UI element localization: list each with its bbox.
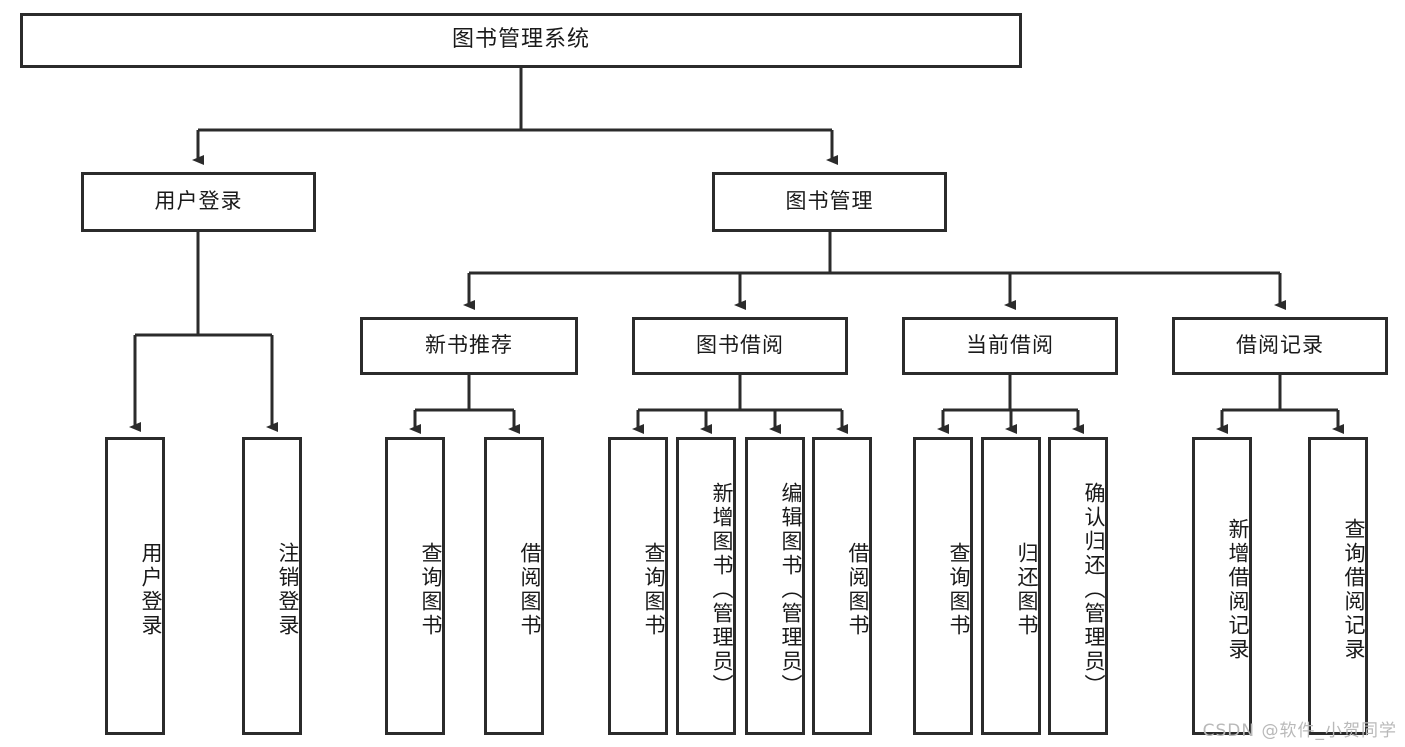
node-label: 查询图书 [947,542,971,638]
node-root-book-management-system[interactable]: 图书管理系统 [20,13,1022,68]
node-book-management[interactable]: 图书管理 [712,172,947,232]
node-label: 归还图书 [1015,542,1039,638]
watermark-credit: CSDN @软件_小贺同学 [1202,721,1397,741]
node-label: 借阅记录 [1236,333,1324,358]
node-label: 借阅图书 [846,542,870,638]
node-label: 注销登录 [276,542,300,638]
leaf-borrow-query-book[interactable]: 查询图书 [608,437,668,735]
leaf-borrow-borrow-book[interactable]: 借阅图书 [812,437,872,735]
node-current-borrow[interactable]: 当前借阅 [902,317,1118,375]
node-label: 图书管理系统 [451,27,590,53]
node-borrow-record[interactable]: 借阅记录 [1172,317,1388,375]
node-label: 新书推荐 [425,333,513,358]
node-book-borrow[interactable]: 图书借阅 [632,317,848,375]
leaf-borrow-edit-book-admin[interactable]: 编辑图书（管理员） [745,437,805,735]
node-label: 新增借阅记录 [1226,518,1250,662]
node-label: 用户登录 [154,189,243,214]
node-label: 图书借阅 [696,333,784,358]
node-user-login[interactable]: 用户登录 [81,172,316,232]
node-label: 查询图书 [419,542,443,638]
leaf-new-book-query[interactable]: 查询图书 [385,437,445,735]
leaf-record-add[interactable]: 新增借阅记录 [1192,437,1252,735]
leaf-borrow-add-book-admin[interactable]: 新增图书（管理员） [676,437,736,735]
leaf-current-query-book[interactable]: 查询图书 [913,437,973,735]
node-label: 图书管理 [785,189,874,214]
node-new-book-recommend[interactable]: 新书推荐 [360,317,578,375]
node-label: 借阅图书 [518,542,542,638]
leaf-record-query[interactable]: 查询借阅记录 [1308,437,1368,735]
node-label: 新增图书（管理员） [710,482,734,698]
node-label: 用户登录 [139,542,163,638]
node-label: 查询图书 [642,542,666,638]
leaf-new-book-borrow[interactable]: 借阅图书 [484,437,544,735]
leaf-current-return-book[interactable]: 归还图书 [981,437,1041,735]
leaf-current-confirm-return-admin[interactable]: 确认归还（管理员） [1048,437,1108,735]
node-label: 查询借阅记录 [1342,518,1366,662]
node-label: 确认归还（管理员） [1082,482,1106,698]
leaf-logout[interactable]: 注销登录 [242,437,302,735]
node-label: 当前借阅 [966,333,1054,358]
leaf-user-login[interactable]: 用户登录 [105,437,165,735]
node-label: 编辑图书（管理员） [779,482,803,698]
